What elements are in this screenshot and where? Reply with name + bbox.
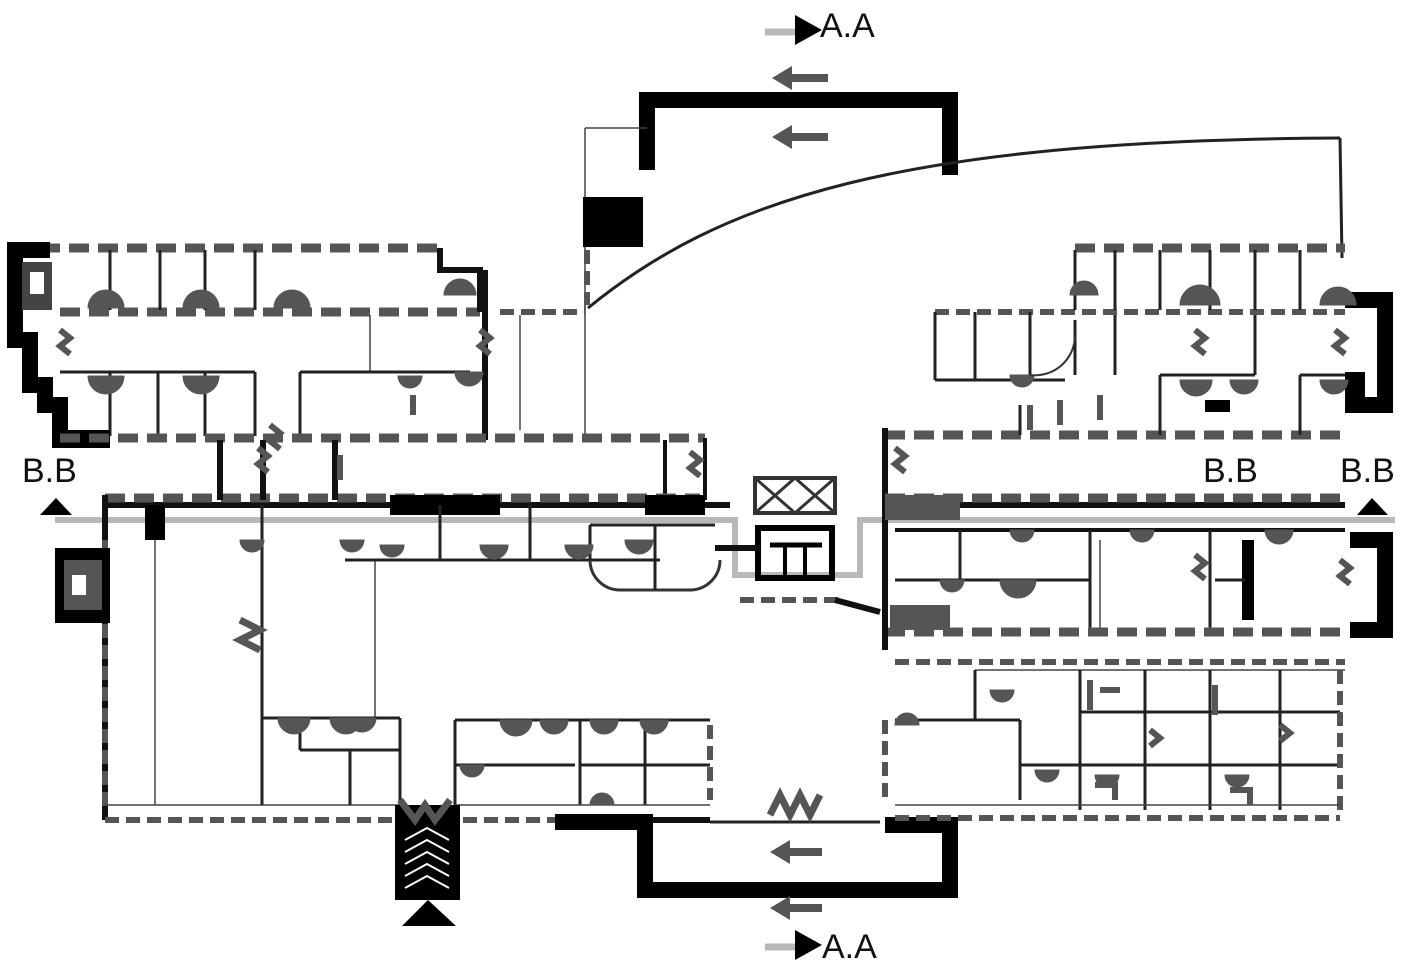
- section-marker-bb-left: B.B: [22, 452, 77, 515]
- section-marker-aa-bottom: A.A: [765, 928, 877, 966]
- section-label-bb-right-outer: B.B: [1340, 452, 1395, 490]
- section-triangle-icon: [40, 498, 72, 515]
- wall-opening-marks: [55, 327, 495, 415]
- elevator-icon: [753, 476, 837, 515]
- left-wing-stair-wall: [7, 242, 110, 448]
- section-arrow-icon: [795, 930, 822, 960]
- central-core: [715, 476, 881, 615]
- stair-icon: [22, 262, 52, 310]
- top-solid-block: [583, 197, 643, 247]
- right-middle-block: [882, 493, 1393, 650]
- section-label-bb-left: B.B: [22, 452, 77, 490]
- central-stair-icon: [755, 525, 835, 581]
- bottom-stair: [395, 797, 460, 926]
- lower-left-block: [55, 495, 722, 823]
- section-label-bb-right-inner: B.B: [1203, 452, 1258, 490]
- section-marker-bb-right-inner: B.B: [1203, 452, 1258, 490]
- lower-right-block: [882, 659, 1345, 821]
- curved-roof-line: [587, 136, 1341, 310]
- section-marker-aa-top: A.A: [765, 7, 875, 45]
- top-entry-portico: [583, 92, 1344, 435]
- upper-right-wing: [882, 243, 1393, 520]
- section-arrow-icon: [795, 15, 822, 45]
- section-triangle-icon: [1357, 498, 1388, 515]
- section-label-aa-top: A.A: [820, 7, 875, 45]
- section-triangle-icon: [402, 900, 456, 926]
- bottom-entry-portico: [555, 787, 958, 920]
- door-swing-icon: [87, 278, 484, 395]
- flow-arrow-icon: [770, 840, 822, 920]
- stair-icon: [55, 548, 110, 623]
- upper-left-wing: [7, 242, 700, 448]
- flow-arrow-icon: [772, 66, 828, 149]
- section-marker-bb-right-outer: B.B: [1340, 452, 1395, 515]
- central-corridor: [60, 422, 730, 515]
- section-label-aa-bottom: A.A: [822, 928, 877, 966]
